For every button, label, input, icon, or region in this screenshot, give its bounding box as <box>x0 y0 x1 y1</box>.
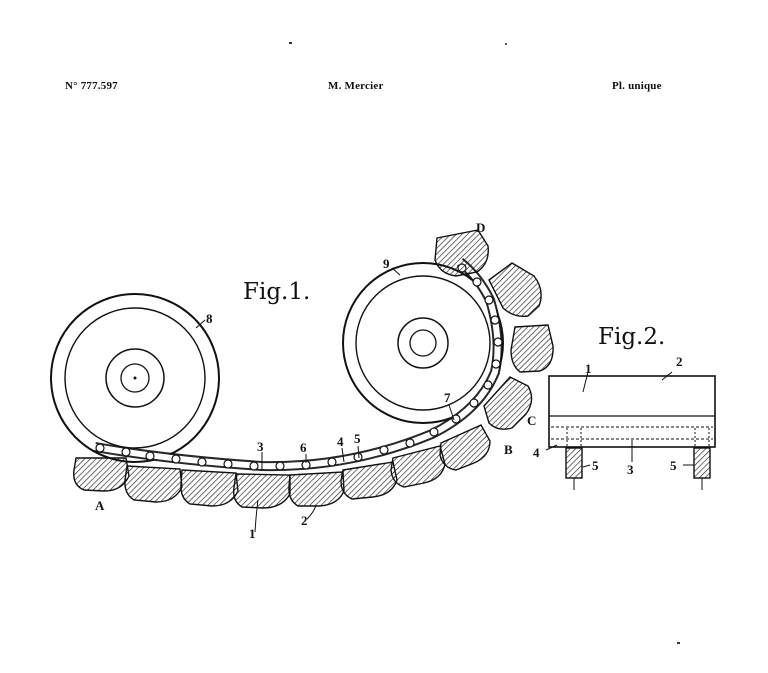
leader-lines <box>254 404 455 533</box>
label-A: A <box>95 498 105 513</box>
label-7: 7 <box>444 390 451 405</box>
plate-label: Pl. unique <box>612 80 662 92</box>
label-D: D <box>476 220 485 235</box>
label-1: 1 <box>249 526 256 541</box>
label-6: 6 <box>300 440 307 455</box>
label-C: C <box>527 413 536 428</box>
label-9: 9 <box>383 256 390 271</box>
label-2: 2 <box>301 513 308 528</box>
label-B: B <box>504 442 513 457</box>
figure-2: Fig.2. 1 2 4 5 3 <box>533 324 716 490</box>
chain <box>94 258 503 472</box>
scan-specks <box>289 42 680 644</box>
figure-2-leaders <box>545 371 694 468</box>
patent-number: N° 777.597 <box>65 80 118 92</box>
fig2-label-1: 1 <box>585 361 592 376</box>
fig2-label-3: 3 <box>627 462 634 477</box>
label-5: 5 <box>354 431 361 446</box>
right-wheel <box>342 262 504 424</box>
left-wheel <box>50 293 220 463</box>
track-shoes <box>73 229 554 509</box>
fig2-label-5-right: 5 <box>670 458 677 473</box>
bolts <box>565 447 711 490</box>
label-8: 8 <box>206 311 213 326</box>
label-3: 3 <box>257 439 264 454</box>
figure-2-title: Fig.2. <box>598 324 665 350</box>
figure-1: Fig.1. 8 9 D 7 C B 3 6 4 5 A 1 2 <box>50 220 554 541</box>
fig2-label-2: 2 <box>676 354 683 369</box>
fig2-label-4: 4 <box>533 445 540 460</box>
author-name: M. Mercier <box>328 80 384 92</box>
figure-1-title: Fig.1. <box>243 279 310 305</box>
shoe-block-side-view <box>548 375 716 448</box>
label-4: 4 <box>337 434 344 449</box>
fig2-label-5-left: 5 <box>592 458 599 473</box>
